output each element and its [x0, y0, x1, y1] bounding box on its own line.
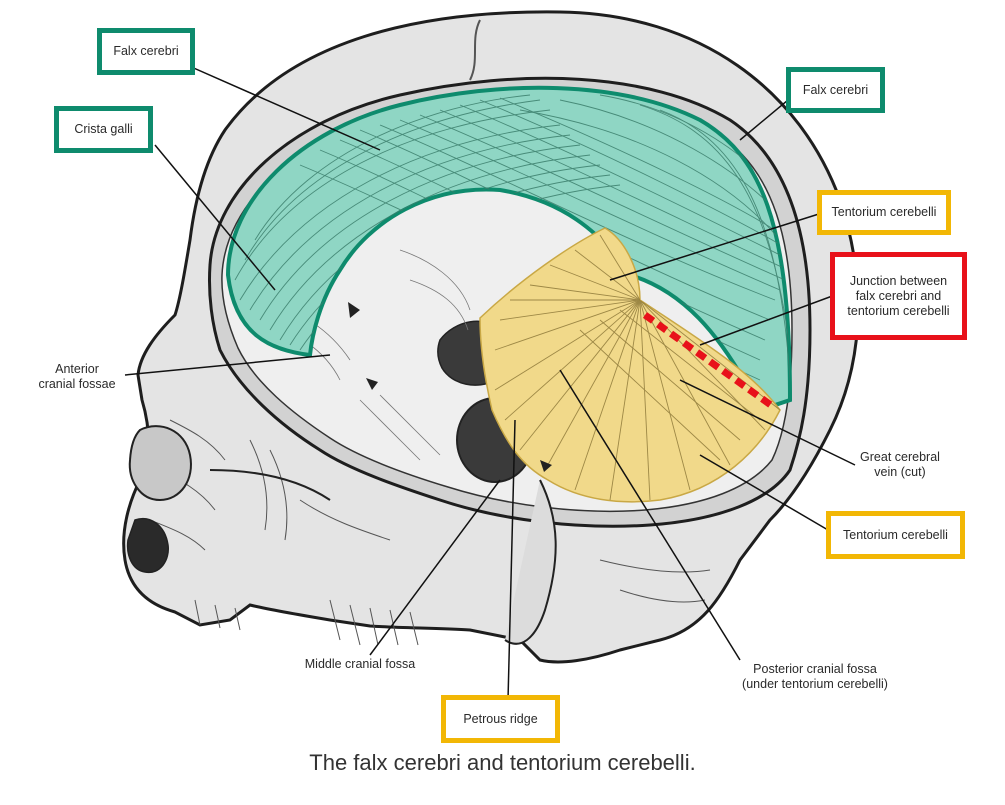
leader-lines — [124, 61, 856, 701]
leader-tentorium-1 — [609, 212, 823, 281]
label-anterior-cranial-fossae: Anterior cranial fossae — [38, 362, 116, 391]
label-junction: Junction between falx cerebri and tentor… — [830, 252, 967, 340]
nasal-cavity — [126, 518, 169, 574]
label-falx-cerebri-2: Falx cerebri — [786, 67, 885, 113]
leader-great-cerebral-vein — [679, 379, 856, 466]
label-falx-cerebri-1: Falx cerebri — [97, 28, 195, 75]
leader-falx-1 — [179, 61, 381, 151]
leader-crista-galli — [154, 144, 276, 291]
leader-posterior-fossa — [559, 369, 741, 661]
zygomatic-arch — [209, 469, 331, 501]
label-posterior-cranial-fossa: Posterior cranial fossa (under tentorium… — [742, 662, 888, 691]
leader-petrous-ridge — [507, 419, 516, 701]
leader-tentorium-2 — [699, 454, 829, 531]
leader-junction — [699, 294, 836, 346]
label-tentorium-cerebelli-1: Tentorium cerebelli — [817, 190, 951, 235]
fossa-arrows — [348, 302, 552, 472]
leader-anterior-fossae — [124, 354, 331, 376]
junction-dashed-line — [642, 312, 778, 411]
label-tentorium-cerebelli-2: Tentorium cerebelli — [826, 511, 965, 559]
label-crista-galli: Crista galli — [54, 106, 153, 153]
figure-caption: The falx cerebri and tentorium cerebelli… — [309, 750, 696, 775]
label-middle-cranial-fossa: Middle cranial fossa — [304, 657, 416, 671]
label-petrous-ridge: Petrous ridge — [441, 695, 560, 743]
mastoid — [504, 479, 557, 645]
label-great-cerebral-vein: Great cerebral vein (cut) — [860, 450, 940, 479]
orbit — [128, 425, 192, 502]
falx-cerebri-region — [225, 85, 793, 413]
leader-middle-fossa — [369, 479, 501, 656]
